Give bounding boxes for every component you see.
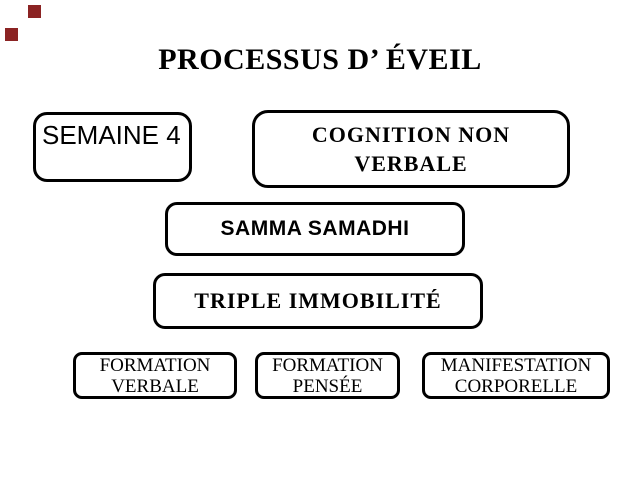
box-formation-verbale: FORMATION VERBALE	[73, 352, 237, 399]
box-samma-samadhi: SAMMA SAMADHI	[165, 202, 465, 256]
red-square-decoration-left	[5, 28, 18, 41]
box-formation-verbale-line2: VERBALE	[111, 375, 199, 397]
box-semaine-4-label: SEMAINE 4	[42, 120, 181, 150]
box-triple-immobilite: TRIPLE IMMOBILITÉ	[153, 273, 483, 329]
page-title: PROCESSUS D’ ÉVEIL	[158, 43, 482, 76]
red-square-decoration-top	[28, 5, 41, 18]
box-manifestation-corporelle-line2: CORPORELLE	[454, 375, 578, 397]
box-formation-pensee: FORMATION PENSÉE	[255, 352, 400, 399]
box-formation-verbale-line1: FORMATION	[99, 354, 211, 376]
box-cognition-line2: VERBALE	[354, 151, 468, 176]
box-cognition-line1: COGNITION NON	[311, 122, 511, 147]
box-formation-pensee-line2: PENSÉE	[292, 375, 363, 397]
box-semaine-4: SEMAINE 4	[33, 112, 192, 182]
box-formation-pensee-line1: FORMATION	[272, 354, 383, 376]
box-triple-immobilite-label: TRIPLE IMMOBILITÉ	[194, 288, 442, 313]
box-samma-samadhi-label: SAMMA SAMADHI	[220, 217, 410, 240]
box-manifestation-corporelle-line1: MANIFESTATION	[440, 354, 592, 376]
box-cognition-non-verbale: COGNITION NON VERBALE	[252, 110, 570, 188]
box-manifestation-corporelle: MANIFESTATION CORPORELLE	[422, 352, 610, 399]
